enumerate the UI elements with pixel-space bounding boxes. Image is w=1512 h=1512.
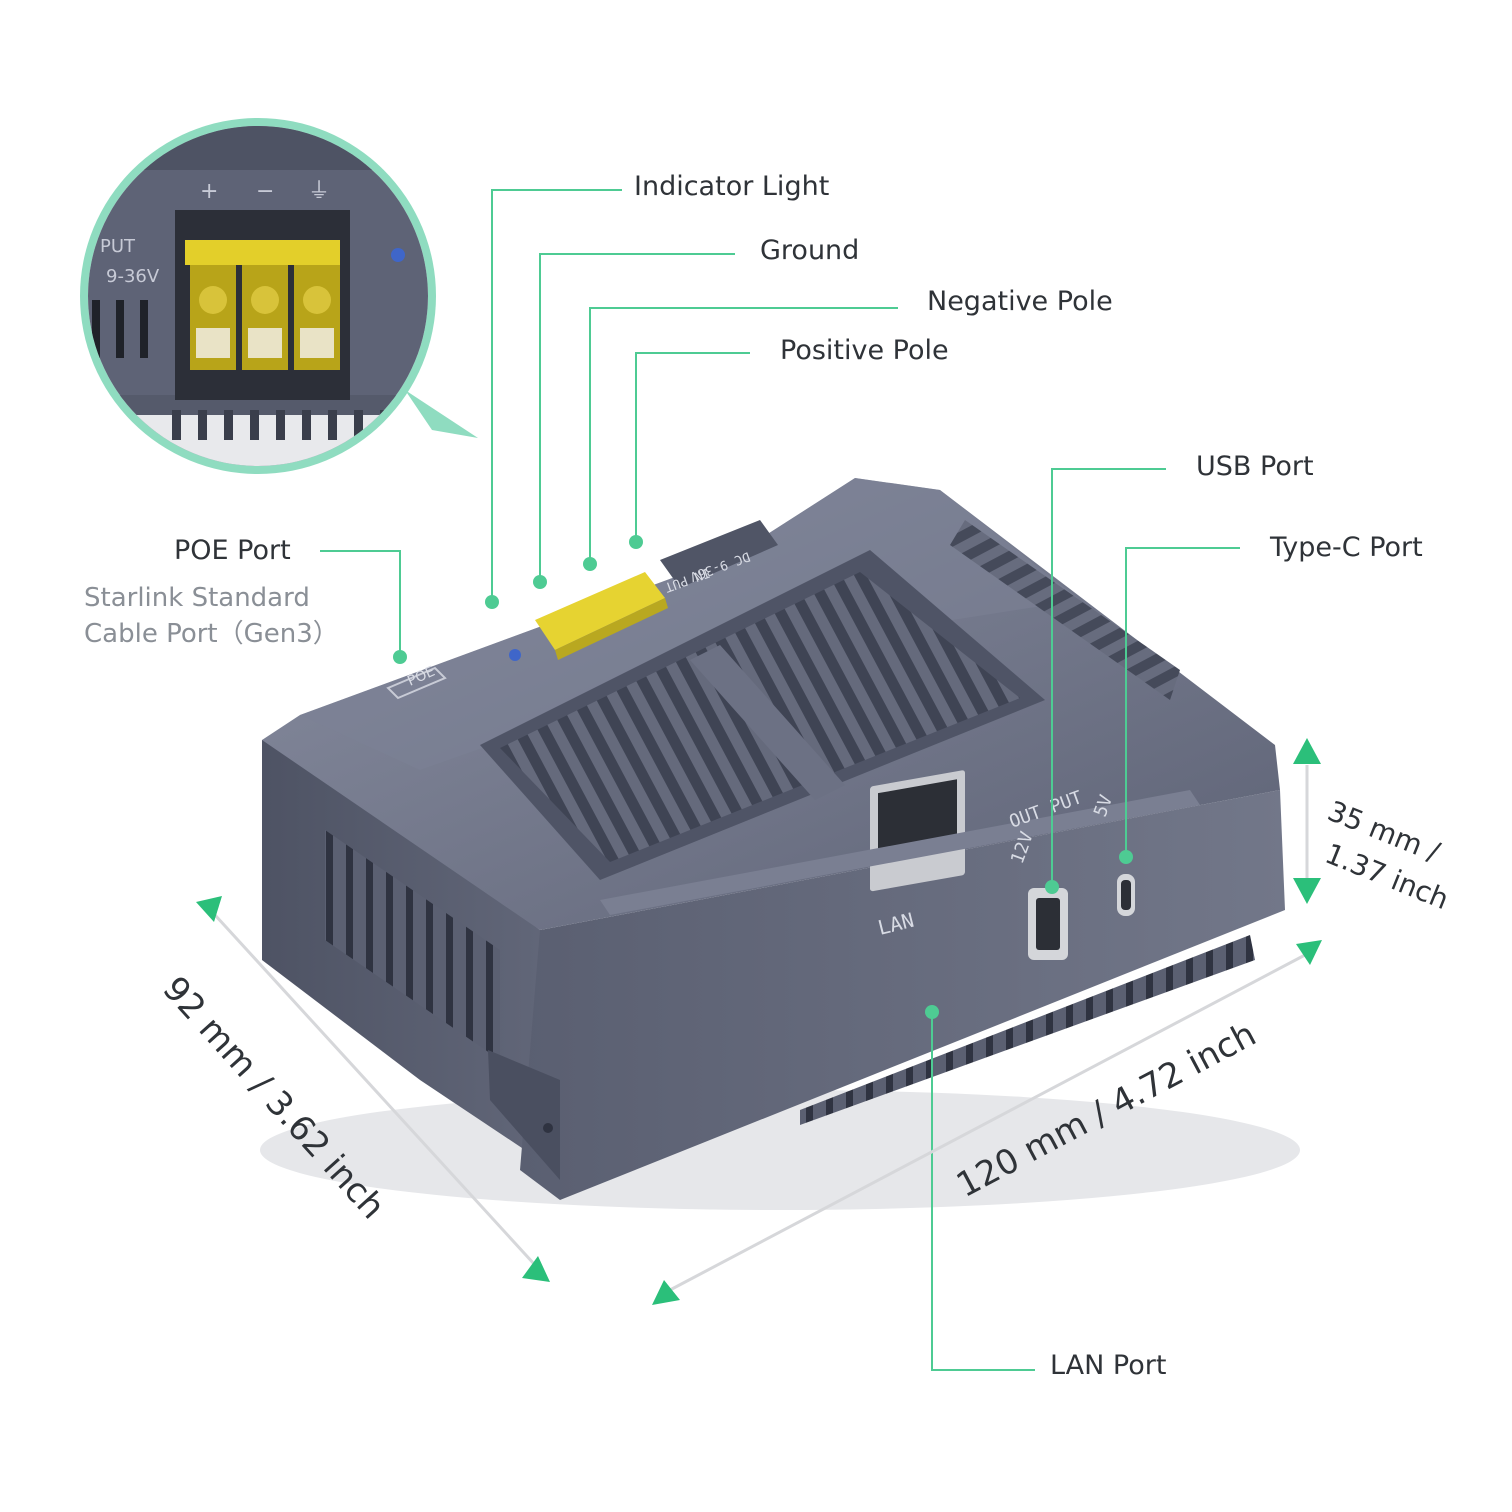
width-dimension-line: [669, 953, 1306, 1292]
leader-lines: [320, 189, 1240, 1371]
indicator-light-label: Indicator Light: [634, 171, 830, 202]
leader-dots: [393, 535, 1133, 1019]
usb-port-label: USB Port: [1196, 451, 1314, 482]
zoom-range-mark: 9-36V: [106, 266, 160, 287]
negative-pole-label: Negative Pole: [927, 286, 1113, 317]
dimension-lines: [213, 765, 1309, 1292]
zoom-minus-mark: −: [256, 179, 274, 204]
ground-label: Ground: [760, 235, 860, 266]
height-arrow-bottom: [1293, 878, 1321, 904]
leader-type-c-port: [1125, 547, 1240, 855]
zoom-plus-mark: +: [200, 179, 218, 204]
poe-port-label: POE Port: [174, 535, 291, 566]
device-illustration: [260, 478, 1300, 1210]
type-c-port-label: Type-C Port: [1270, 532, 1423, 563]
leader-poe-port: [320, 550, 401, 655]
leader-ground: [539, 253, 735, 580]
leader-indicator-light: [491, 189, 622, 600]
dimension-arrowheads: [196, 738, 1322, 1305]
leader-usb-port: [1051, 468, 1166, 885]
width-arrow-start: [652, 1280, 680, 1305]
terminal-zoom-callout: + − ⏚ PUT 9-36V: [80, 118, 478, 474]
lan-port-label: LAN Port: [1050, 1350, 1167, 1381]
leader-positive-pole: [635, 352, 750, 540]
width-arrow-end: [1296, 940, 1322, 965]
positive-pole-label: Positive Pole: [780, 335, 949, 366]
depth-dimension-line: [213, 913, 537, 1267]
depth-arrow-start: [196, 896, 222, 922]
leader-negative-pole: [589, 307, 898, 562]
depth-arrow-end: [522, 1256, 550, 1282]
leader-lan-port: [931, 1012, 1035, 1371]
poe-port-subtitle-line-1: Starlink Standard: [84, 583, 310, 613]
height-arrow-top: [1293, 738, 1321, 764]
zoom-put-mark: PUT: [100, 236, 136, 257]
zoom-ground-mark: ⏚: [308, 179, 330, 204]
poe-port-subtitle-line-2: Cable Port（Gen3）: [84, 619, 339, 649]
